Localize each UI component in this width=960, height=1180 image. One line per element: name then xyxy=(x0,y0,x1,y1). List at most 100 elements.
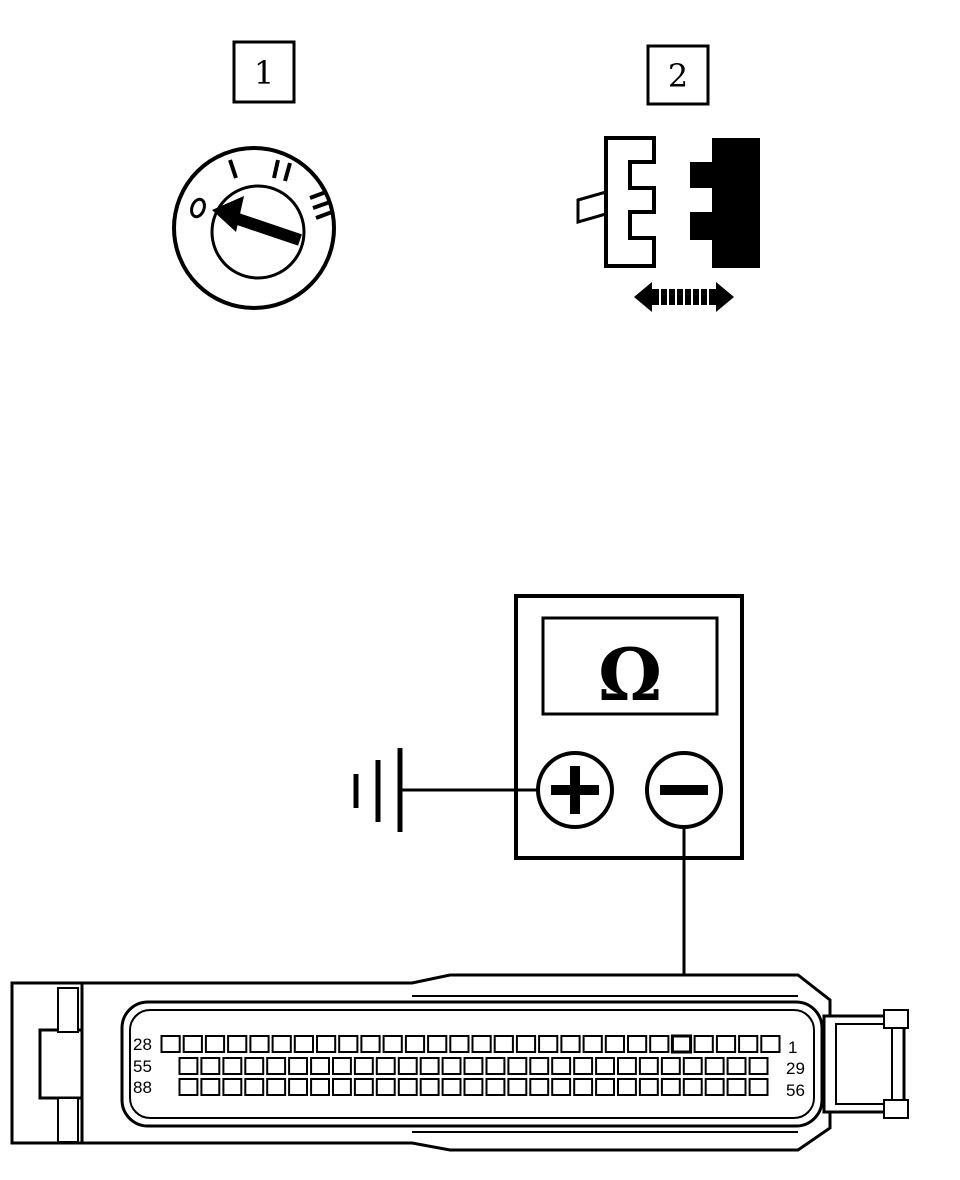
position-I-mark xyxy=(228,159,238,179)
pin-cell xyxy=(660,1057,681,1075)
pin-cell xyxy=(748,1057,769,1075)
pin-cell xyxy=(310,1057,331,1075)
pin-cell xyxy=(693,1035,714,1053)
connector-disconnect-icon xyxy=(576,136,760,312)
pin-cell xyxy=(573,1078,594,1096)
step-2-label: 2 xyxy=(646,44,710,106)
pin-cell xyxy=(627,1035,648,1053)
pin-cell xyxy=(204,1035,226,1053)
pin-cell xyxy=(551,1057,572,1075)
double-arrow-icon xyxy=(634,282,734,312)
pin-cell xyxy=(288,1057,309,1075)
pin-cell xyxy=(738,1035,759,1053)
step-2-number: 2 xyxy=(668,57,688,95)
pin-cell xyxy=(288,1078,309,1096)
pin-cell xyxy=(595,1057,615,1075)
ignition-switch-icon xyxy=(172,146,336,310)
pin-cell xyxy=(760,1035,781,1053)
pin-cell xyxy=(249,1035,270,1053)
pin-cell xyxy=(382,1035,403,1053)
pin-cell xyxy=(515,1035,537,1053)
pin-cell xyxy=(178,1078,199,1096)
pin-cell xyxy=(404,1035,426,1053)
pin-cell xyxy=(266,1057,287,1075)
pin-cell xyxy=(704,1057,725,1075)
pin-cell xyxy=(485,1057,506,1075)
pin-cell xyxy=(310,1078,331,1096)
step-1-label: 1 xyxy=(232,40,296,104)
pin-cell xyxy=(726,1057,747,1075)
pin-cell xyxy=(507,1078,528,1096)
pin-cell xyxy=(493,1035,514,1053)
pin-cell xyxy=(353,1078,374,1096)
pin-cell xyxy=(617,1078,637,1096)
pin-cell xyxy=(604,1035,625,1053)
pin-cell xyxy=(551,1078,572,1096)
pin-cell xyxy=(419,1057,440,1075)
position-0-mark xyxy=(190,197,206,219)
pin-cell xyxy=(375,1078,396,1096)
pin-cell xyxy=(582,1035,603,1053)
pin-label-28: 28 xyxy=(133,1035,152,1054)
pin-cell xyxy=(471,1035,492,1053)
pin-cell xyxy=(449,1035,470,1053)
pin-cell xyxy=(617,1057,637,1075)
pin-cell xyxy=(222,1078,243,1096)
pin-cell xyxy=(638,1057,659,1075)
pin-label-29: 29 xyxy=(786,1059,805,1078)
pin-cell xyxy=(375,1057,396,1075)
pin-label-55: 55 xyxy=(133,1057,152,1076)
pin-cell xyxy=(200,1078,221,1096)
pin-cell xyxy=(244,1078,265,1096)
pin-cell xyxy=(227,1035,248,1053)
position-II-mark xyxy=(272,159,292,182)
position-III-mark xyxy=(309,190,333,220)
minus-terminal xyxy=(645,751,723,829)
pin-cell xyxy=(178,1057,199,1075)
pin-cell xyxy=(419,1078,440,1096)
pin-cell xyxy=(266,1078,287,1096)
ecu-connector: 28 1 55 29 88 56 xyxy=(10,973,909,1152)
pin-cell xyxy=(463,1057,484,1075)
pin-cell xyxy=(293,1035,314,1053)
pin-cell xyxy=(538,1035,559,1053)
pin-cell xyxy=(660,1078,681,1096)
pin-cell xyxy=(529,1078,550,1096)
pin-cell xyxy=(332,1057,352,1075)
pin-cell xyxy=(649,1035,670,1053)
pin-cell xyxy=(353,1057,374,1075)
ground-symbol-icon xyxy=(353,748,403,832)
pin-cell xyxy=(595,1078,615,1096)
plus-terminal xyxy=(536,751,614,829)
pin-cell xyxy=(485,1078,506,1096)
pin-cell xyxy=(441,1057,462,1075)
pin-cell xyxy=(222,1057,243,1075)
pin-label-56: 56 xyxy=(786,1081,805,1100)
pin-cell xyxy=(682,1078,703,1096)
pin-cell xyxy=(200,1057,221,1075)
pin-cell xyxy=(397,1078,418,1096)
pin-cell xyxy=(160,1035,181,1053)
pin-cell xyxy=(507,1057,528,1075)
step-1-number: 1 xyxy=(254,54,274,92)
pin-label-1: 1 xyxy=(788,1038,797,1057)
pin-cell xyxy=(726,1078,747,1096)
pin-cell xyxy=(360,1035,381,1053)
meter-display xyxy=(541,616,719,716)
pin-cell xyxy=(715,1035,737,1053)
pin-cell xyxy=(748,1078,769,1096)
pin-cell xyxy=(332,1078,352,1096)
switch-pointer-arrow xyxy=(212,196,302,246)
ohm-symbol: Ω xyxy=(598,632,662,717)
pin-cell xyxy=(682,1057,703,1075)
pin-cell xyxy=(638,1078,659,1096)
pin-cell xyxy=(560,1035,581,1053)
minus-icon xyxy=(660,785,708,795)
probed-pin-cell xyxy=(670,1034,693,1054)
pin-cell xyxy=(244,1057,265,1075)
pin-cell xyxy=(573,1057,594,1075)
pin-cell xyxy=(182,1035,203,1053)
pin-cell xyxy=(441,1078,462,1096)
pin-cell xyxy=(529,1057,550,1075)
